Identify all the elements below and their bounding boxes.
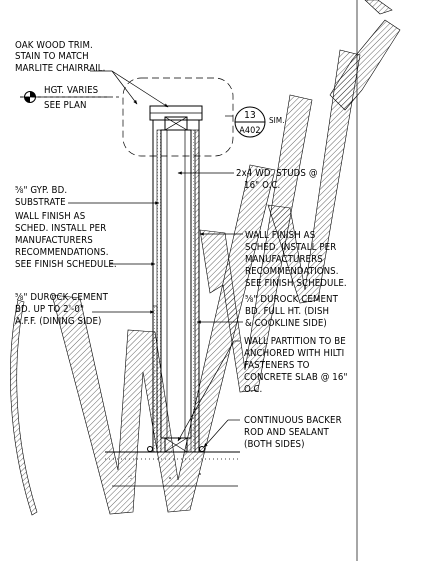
watermark-overlay: [10, 0, 401, 516]
sealant-left: [147, 446, 153, 452]
section-sim-label: SIM.: [269, 116, 285, 125]
height-marker: HGT. VARIES SEE PLAN: [20, 85, 120, 111]
svg-text:A.F.F. (DINING SIDE): A.F.F. (DINING SIDE): [15, 316, 101, 327]
oak-trim-note: OAK WOOD TRIM. STAIN TO MATCH MARLITE CH…: [15, 40, 106, 74]
svg-text:WALL FINISH AS: WALL FINISH AS: [15, 211, 85, 222]
wood-stud: [160, 129, 192, 439]
backer-rod-note: CONTINUOUS BACKER ROD AND SEALANT (BOTH …: [244, 415, 342, 450]
see-plan-label: SEE PLAN: [44, 100, 87, 111]
svg-text:CONCRETE SLAB @ 16": CONCRETE SLAB @ 16": [244, 372, 348, 383]
svg-text:(BOTH SIDES): (BOTH SIDES): [244, 439, 305, 450]
svg-text:OAK WOOD TRIM.: OAK WOOD TRIM.: [15, 40, 93, 51]
svg-text:⅝" DUROCK CEMENT: ⅝" DUROCK CEMENT: [245, 294, 339, 305]
svg-text:MANUFACTURERS: MANUFACTURERS: [15, 235, 93, 246]
section-sheet: A402: [239, 126, 260, 136]
svg-text:MARLITE CHAIRRAIL.: MARLITE CHAIRRAIL.: [15, 63, 106, 74]
svg-text:BD. FULL HT. (DISH: BD. FULL HT. (DISH: [245, 306, 329, 317]
svg-text:ANCHORED WITH HILTI: ANCHORED WITH HILTI: [244, 348, 344, 359]
svg-text:WALL PARTITION TO BE: WALL PARTITION TO BE: [244, 336, 346, 347]
section-marker: 13 A402 SIM.: [225, 106, 285, 138]
svg-text:⅝" GYP. BD.: ⅝" GYP. BD.: [15, 185, 67, 196]
svg-text:CONTINUOUS BACKER: CONTINUOUS BACKER: [244, 415, 342, 426]
height-label: HGT. VARIES: [44, 85, 98, 96]
gyp-note: ⅝" GYP. BD. SUBSTRATE: [15, 185, 67, 208]
svg-text:RECOMMENDATIONS.: RECOMMENDATIONS.: [15, 247, 109, 258]
detail-callout-boundary: [122, 77, 234, 157]
svg-text:FASTENERS TO: FASTENERS TO: [244, 360, 310, 371]
svg-text:BD. UP TO 2'-0": BD. UP TO 2'-0": [15, 304, 84, 315]
svg-text:STAIN TO MATCH: STAIN TO MATCH: [15, 51, 89, 62]
svg-text:SCHED. INSTALL PER: SCHED. INSTALL PER: [15, 223, 106, 234]
svg-text:& COOKLINE SIDE): & COOKLINE SIDE): [245, 318, 327, 329]
svg-text:MANUFACTURERS: MANUFACTURERS: [245, 254, 323, 265]
svg-text:SUBSTRATE: SUBSTRATE: [15, 197, 66, 208]
durock-right: [190, 129, 196, 453]
svg-text:SEE FINISH SCHEDULE.: SEE FINISH SCHEDULE.: [15, 259, 117, 270]
svg-text:ROD AND SEALANT: ROD AND SEALANT: [244, 427, 330, 438]
wall-finish-left-note: WALL FINISH AS SCHED. INSTALL PER MANUFA…: [15, 211, 117, 270]
section-number: 13: [244, 110, 256, 121]
durock-right-note: ⅝" DUROCK CEMENT BD. FULL HT. (DISH & CO…: [245, 294, 339, 329]
